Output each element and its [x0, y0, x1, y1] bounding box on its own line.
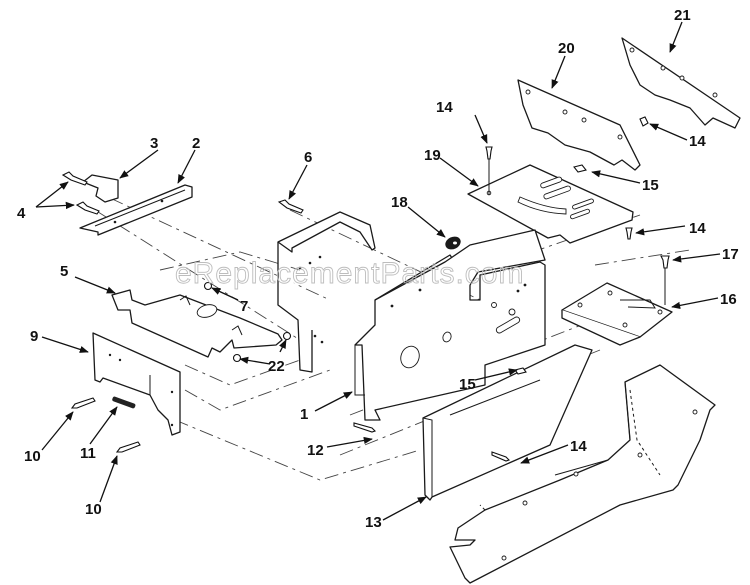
callout-1: 1 [300, 406, 308, 423]
callout-20: 20 [558, 40, 575, 57]
part-3-clip [82, 174, 119, 203]
part-9-end-plate [92, 332, 181, 436]
part-1-chassis [277, 211, 546, 421]
part-16-bracket [561, 282, 673, 346]
callout-12: 12 [307, 442, 324, 459]
part-5-plate [111, 289, 283, 358]
part-21-panel [621, 37, 741, 129]
part-2-rail [79, 184, 193, 236]
callout-10-upper: 10 [24, 448, 41, 465]
callout-13: 13 [365, 514, 382, 531]
callout-17: 17 [722, 246, 739, 263]
part-19-plate [467, 164, 634, 244]
callouts: 3 2 4 6 5 7 9 22 10 11 10 1 12 13 14 14 … [17, 7, 739, 531]
callout-16: 16 [720, 291, 737, 308]
callout-19: 19 [424, 147, 441, 164]
callout-14-mid: 14 [689, 220, 706, 237]
callout-14-bottom: 14 [570, 438, 587, 455]
hardware [61, 116, 670, 462]
callout-15-top: 15 [642, 177, 659, 194]
callout-9: 9 [30, 328, 38, 345]
part-13-side-cover [422, 344, 593, 501]
callout-7: 7 [240, 298, 248, 315]
callout-22: 22 [268, 358, 285, 375]
watermark: eReplacementParts.com [175, 257, 524, 290]
callout-10-lower: 10 [85, 501, 102, 518]
callout-21: 21 [674, 7, 691, 24]
callout-11: 11 [80, 445, 96, 462]
callout-14-top: 14 [436, 99, 453, 116]
part-11-spring [112, 396, 136, 409]
bottom-pan [449, 364, 716, 584]
part-18-knob [445, 236, 461, 250]
part-20-panel [517, 79, 641, 171]
callout-5: 5 [60, 263, 68, 280]
callout-18: 18 [391, 194, 408, 211]
callout-6: 6 [304, 149, 312, 166]
callout-15-bottom: 15 [459, 376, 476, 393]
callout-3: 3 [150, 135, 158, 152]
callout-4: 4 [17, 205, 26, 222]
callout-2: 2 [192, 135, 200, 152]
leader-lines [35, 21, 721, 521]
callout-14-right: 14 [689, 133, 706, 150]
